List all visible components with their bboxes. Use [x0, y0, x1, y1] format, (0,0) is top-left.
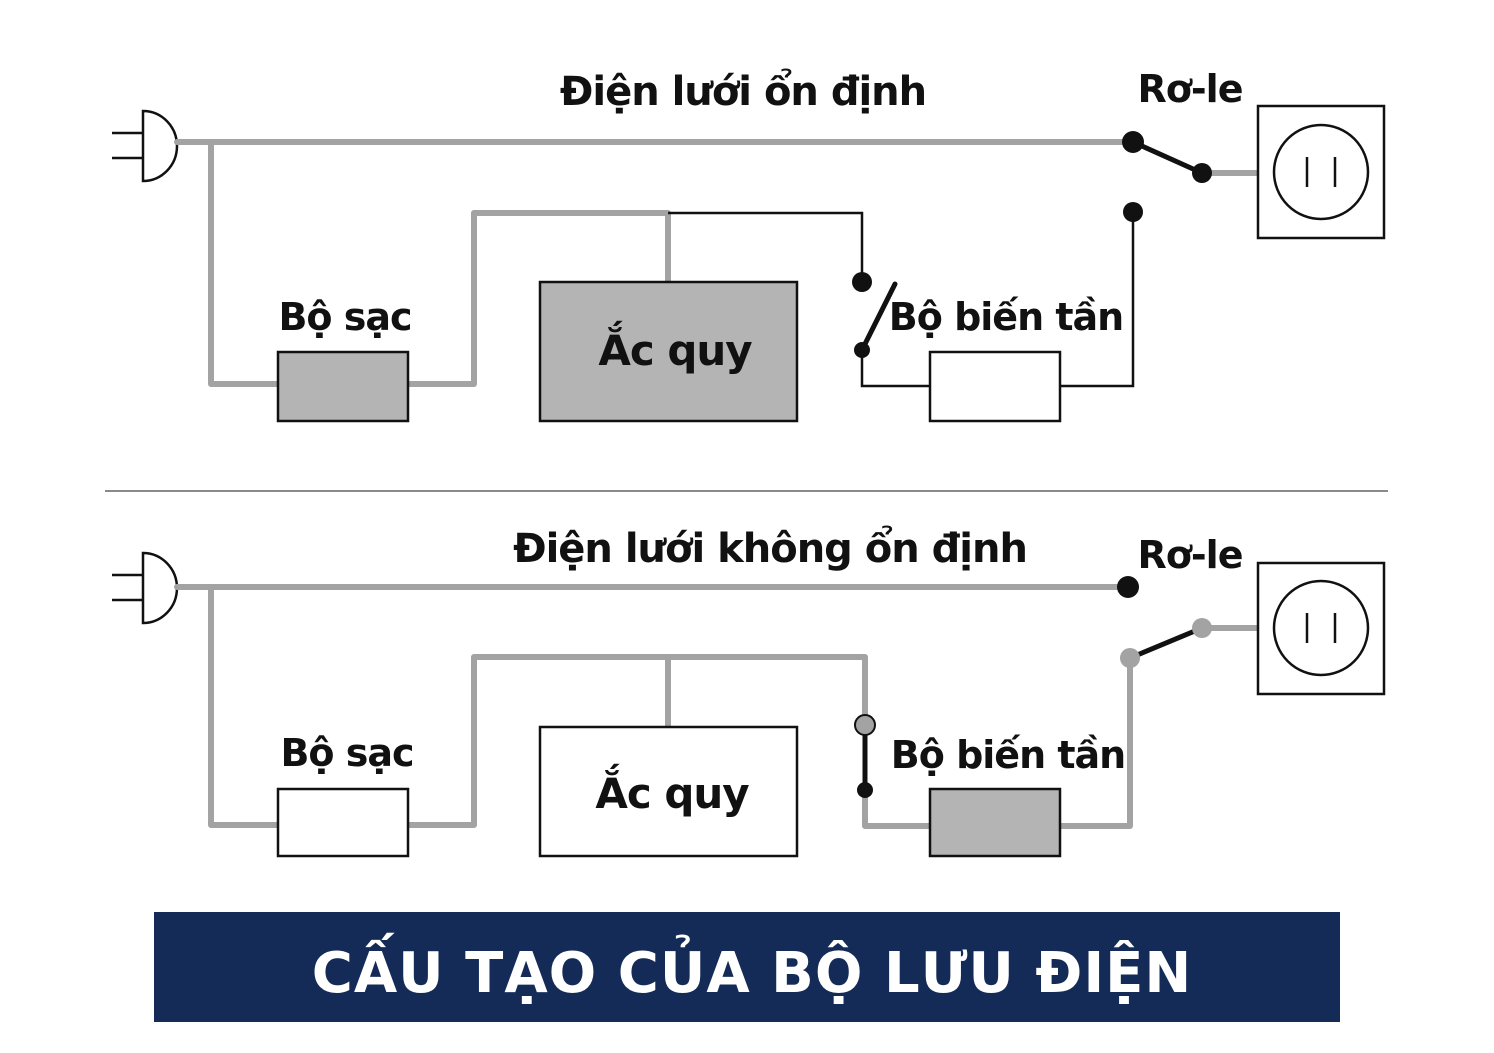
charger-input-wire — [208, 584, 283, 828]
battery-box — [538, 725, 799, 858]
charger-label: Bộ sạc — [280, 731, 413, 775]
heading-unstable-grid: Điện lưới không ổn định — [513, 524, 1027, 572]
battery-label: Ắc quy — [598, 319, 752, 375]
charger-output-wire — [405, 654, 868, 828]
switch-to-inverter-wire — [862, 787, 933, 829]
battery-switch-open — [852, 272, 898, 358]
charger-box — [276, 787, 410, 858]
banner-title: CẤU TẠO CỦA BỘ LƯU ĐIỆN — [312, 934, 1193, 1006]
switch-to-inverter-wire — [860, 350, 930, 388]
plug-icon — [112, 551, 179, 625]
title-banner: CẤU TẠO CỦA BỘ LƯU ĐIỆN — [154, 912, 1340, 1022]
inverter-label: Bộ biến tần — [891, 733, 1125, 777]
heading-stable-grid: Điện lưới ổn định — [560, 67, 926, 115]
relay-switch — [1122, 131, 1212, 222]
charger-input-wire — [208, 139, 283, 387]
relay-label: Rơ-le — [1138, 67, 1243, 111]
relay-label: Rơ-le — [1138, 533, 1243, 577]
plug-icon — [112, 109, 179, 183]
charger-label: Bộ sạc — [278, 295, 411, 339]
panel-unstable-grid: Điện lưới không ổn định Rơ-le Bộ sạc Ắc … — [112, 524, 1386, 858]
inverter-to-relay-wire — [1057, 655, 1133, 829]
charger-box — [276, 350, 410, 423]
inverter-to-relay-wire — [1060, 212, 1135, 388]
panel-stable-grid: Điện lưới ổn định Rơ-le Bộ sạc Ắc quy Bộ… — [112, 67, 1386, 423]
battery-box — [538, 280, 799, 423]
inverter-box — [928, 787, 1062, 858]
inverter-label: Bộ biến tần — [889, 295, 1123, 339]
banner-background — [154, 912, 1340, 1022]
charger-output-wire — [405, 210, 671, 387]
power-outlet-icon — [1256, 104, 1386, 240]
battery-to-switch-wire — [668, 211, 864, 282]
battery-label: Ắc quy — [595, 762, 749, 818]
battery-switch-closed — [854, 714, 876, 798]
power-outlet-icon — [1256, 561, 1386, 696]
inverter-box — [928, 350, 1062, 423]
relay-switch — [1117, 576, 1212, 668]
